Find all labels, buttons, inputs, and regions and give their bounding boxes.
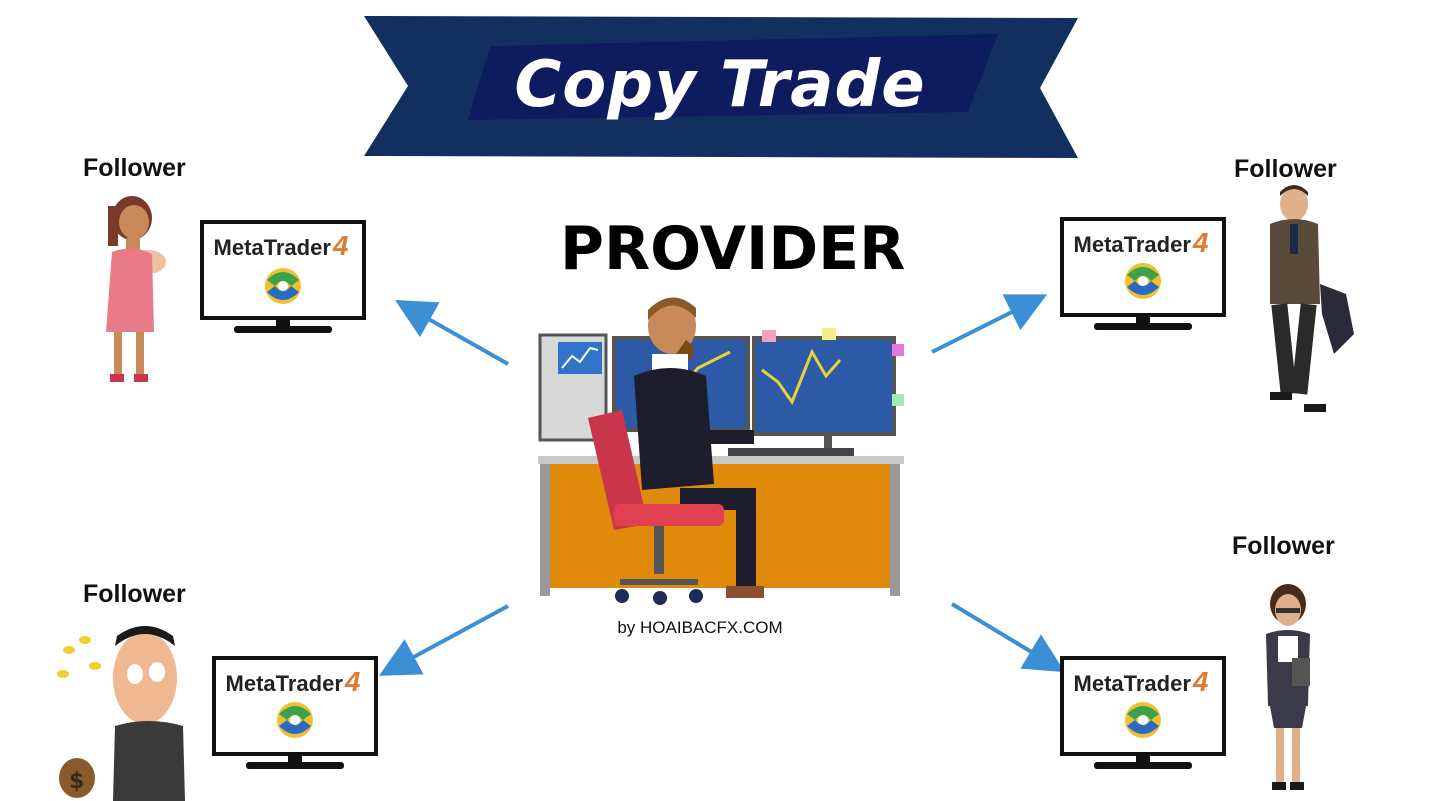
banner-ribbon (364, 16, 1078, 158)
credit-text: by HOAIBACFX.COM (617, 618, 783, 637)
follower-label-bottom-right: Follower (1232, 532, 1335, 560)
follower-figure-businessman (1250, 184, 1360, 420)
mt4-logo-icon (1125, 263, 1161, 299)
mt4-logo-icon (1125, 702, 1161, 738)
title-banner (0, 0, 1440, 170)
follower-label-top-right: Follower (1234, 155, 1337, 183)
arrow-to-bottom-right (950, 602, 1065, 673)
provider-illustration (530, 290, 910, 610)
mt4-monitor-top-right: MetaTrader4 (1060, 217, 1226, 337)
mt4-label: MetaTrader4 (225, 666, 361, 697)
arrow-to-bottom-left (378, 604, 509, 676)
svg-text:$: $ (69, 769, 84, 794)
follower-label-bottom-left: Follower (83, 580, 186, 608)
arrow-to-top-right (931, 294, 1048, 354)
banner-title: Copy Trade (514, 48, 926, 122)
mt4-monitor-bottom-right: MetaTrader4 (1060, 656, 1226, 776)
mt4-logo-icon (277, 702, 313, 738)
follower-figure-money-man: $ (55, 626, 205, 801)
mt4-label: MetaTrader4 (213, 230, 349, 261)
provider-title: PROVIDER (560, 214, 906, 284)
follower-figure-businesswoman (1248, 578, 1328, 798)
mt4-label: MetaTrader4 (1073, 666, 1209, 697)
mt4-logo-icon (265, 268, 301, 304)
mt4-monitor-bottom-left: MetaTrader4 (212, 656, 378, 776)
arrow-to-top-left (395, 300, 509, 366)
follower-figure-mother (90, 192, 180, 392)
mt4-monitor-top-left: MetaTrader4 (200, 220, 366, 340)
follower-label-top-left: Follower (83, 154, 186, 182)
mt4-label: MetaTrader4 (1073, 227, 1209, 258)
